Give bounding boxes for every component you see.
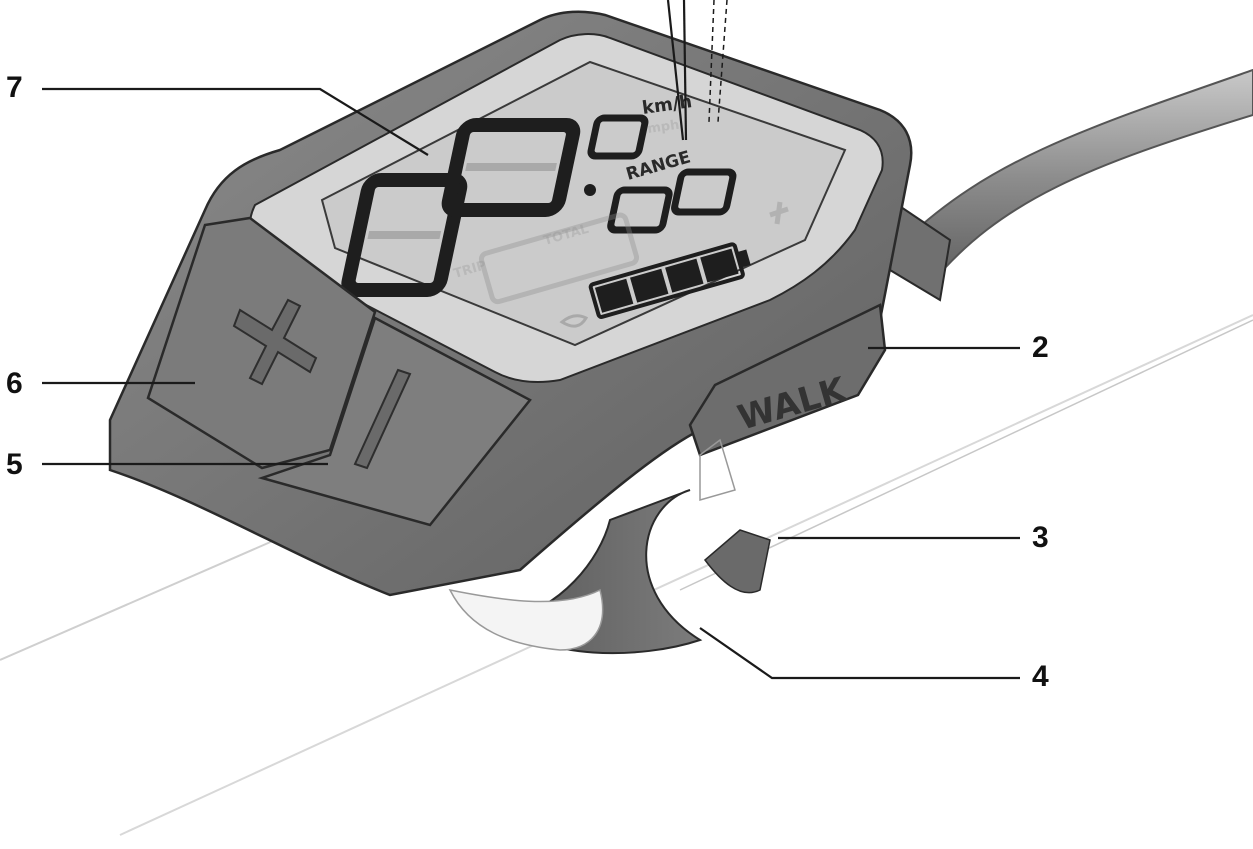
svg-text:3: 3 (1032, 521, 1049, 554)
callout-2: 2 (868, 331, 1049, 364)
battery-bar (665, 258, 704, 293)
battery-indicator (588, 242, 751, 319)
battery-bar (594, 278, 634, 313)
battery-bar (700, 248, 739, 283)
speed-digit-2 (441, 118, 581, 217)
plus-icon (232, 298, 318, 386)
button-minus[interactable] (257, 316, 532, 527)
svg-text:6: 6 (6, 367, 23, 400)
plus-faint-icon (769, 201, 789, 225)
speed-digits-text: 00 (0, 0, 2, 1)
decimal-digit (587, 114, 649, 160)
minus-icon (353, 368, 412, 470)
callout-7: 7 (6, 71, 429, 156)
button-plus[interactable] (146, 216, 377, 470)
top-pointer-lines (666, 0, 728, 141)
speed-unit-alt: mph (646, 118, 680, 137)
callout-5: 5 (6, 448, 328, 481)
range-digits-text: 00 (0, 0, 2, 1)
callout-6: 6 (6, 367, 195, 400)
odometer-faint-segments (478, 212, 640, 305)
light-icon (559, 314, 589, 328)
callout-3: 3 (778, 521, 1049, 554)
svg-text:7: 7 (6, 71, 23, 104)
cable (888, 68, 1253, 302)
svg-text:4: 4 (1032, 660, 1049, 693)
svg-text:5: 5 (6, 448, 23, 481)
battery-bar (630, 268, 669, 303)
decimal-point (584, 184, 596, 196)
handlebar (0, 314, 1253, 836)
decimal-digit-text: 0 (0, 0, 1, 1)
svg-text:2: 2 (1032, 331, 1049, 364)
speed-digit-1 (341, 173, 468, 297)
handlebar-clamp (448, 489, 771, 655)
range-digits (607, 168, 737, 234)
battery-bars (594, 248, 739, 313)
thumb-lever (699, 438, 736, 501)
callout-4: 4 (699, 627, 1049, 693)
